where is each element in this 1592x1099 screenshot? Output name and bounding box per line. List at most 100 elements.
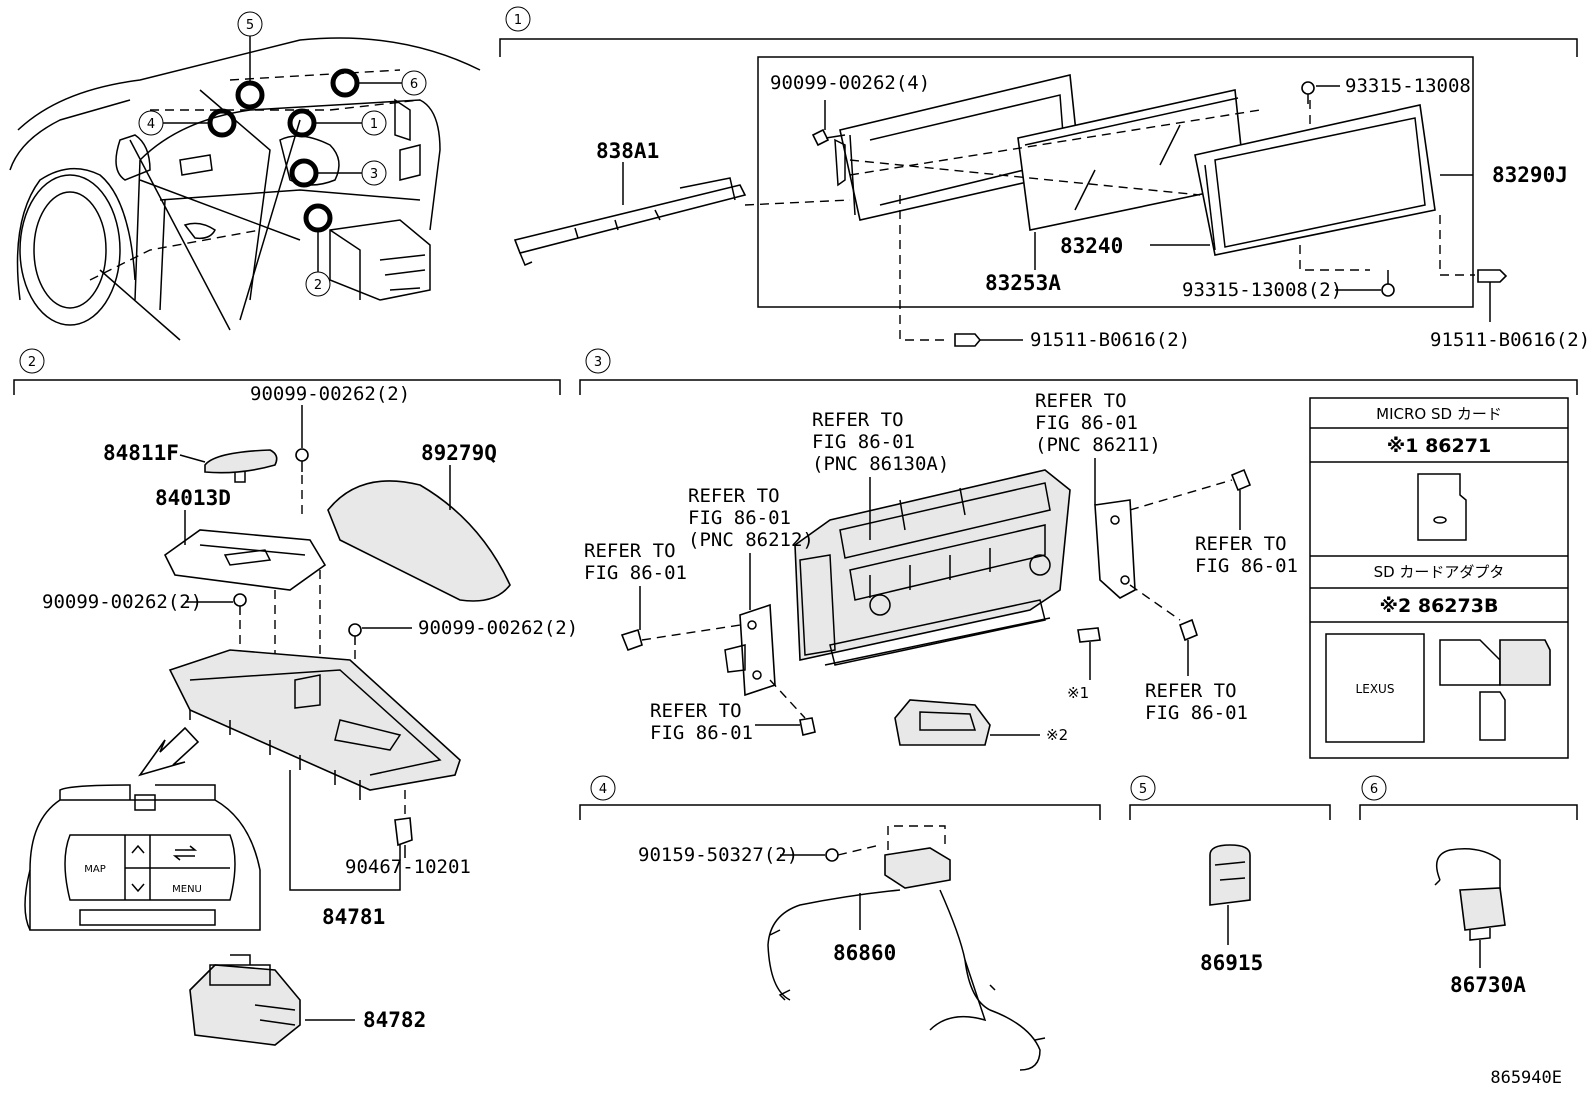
svg-text:91511-B0616(2): 91511-B0616(2) — [1430, 329, 1590, 351]
callout-4: 4 — [138, 110, 164, 136]
bolt-91511-B0616-center: 91511-B0616(2) — [954, 329, 1190, 351]
sd-adapter-box: ※2 — [894, 699, 1068, 746]
section-6-marker: 6 — [1361, 775, 1387, 801]
section-2: 2 84811F 84013D 89279Q 90099-00262(2) — [13, 348, 578, 1046]
svg-text:(PNC 86211): (PNC 86211) — [1035, 434, 1161, 456]
screw-93315-13008: 93315-13008 — [1301, 75, 1471, 104]
svg-text:FIG 86-01: FIG 86-01 — [1035, 412, 1138, 434]
part-838A1: 838A1 — [513, 139, 747, 266]
note-2: ※2 — [1046, 726, 1068, 744]
left-bracket — [724, 603, 776, 697]
screw-90099-00262-4: 90099-00262(4) — [770, 72, 930, 147]
svg-text:2: 2 — [28, 355, 36, 370]
svg-text:90099-00262(2): 90099-00262(2) — [250, 383, 410, 405]
refer-label-bottom-left: REFER TO FIG 86-01 — [650, 679, 816, 744]
section-4: 4 90159-50327(2) 86860 — [579, 775, 1101, 1071]
label-83240: 83240 — [1060, 234, 1123, 258]
svg-text:REFER TO: REFER TO — [1035, 390, 1127, 412]
refer-label-right: REFER TO FIG 86-01 — [1129, 468, 1298, 577]
svg-text:(PNC 86212): (PNC 86212) — [688, 529, 814, 551]
svg-text:2: 2 — [314, 278, 322, 293]
svg-text:90099-00262(2): 90099-00262(2) — [42, 591, 202, 613]
svg-text:90467-10201: 90467-10201 — [345, 856, 471, 878]
part-86860: 86860 — [767, 825, 1046, 1071]
callout-3: 3 — [361, 160, 387, 186]
label-84013D: 84013D — [155, 486, 231, 510]
svg-text:5: 5 — [246, 18, 254, 33]
callout-2: 2 — [305, 271, 331, 297]
section-2-marker: 2 — [19, 348, 45, 374]
section-6: 6 86730A — [1359, 775, 1578, 997]
refer-label-86212: REFER TO FIG 86-01 (PNC 86212) — [688, 485, 814, 610]
screw-right-90099: 90099-00262(2) — [348, 617, 578, 645]
svg-text:REFER TO: REFER TO — [1195, 533, 1287, 555]
callout-1: 1 — [361, 110, 387, 136]
part-86915: 86915 — [1200, 844, 1263, 975]
svg-text:90099-00262(4): 90099-00262(4) — [770, 72, 930, 94]
svg-text:3: 3 — [370, 167, 378, 182]
label-86730A: 86730A — [1450, 973, 1526, 997]
part-84782: 84782 — [189, 954, 426, 1046]
refer-label-86211: REFER TO FIG 86-01 (PNC 86211) — [1035, 390, 1161, 505]
svg-text:3: 3 — [594, 355, 602, 370]
svg-text:91511-B0616(2): 91511-B0616(2) — [1030, 329, 1190, 351]
micro-sd-part: ※1 86271 — [1387, 435, 1491, 457]
map-button-label: MAP — [84, 864, 106, 875]
svg-text:93315-13008(2): 93315-13008(2) — [1182, 279, 1342, 301]
section-3: 3 REFER — [579, 348, 1578, 759]
svg-text:REFER TO: REFER TO — [688, 485, 780, 507]
label-84781: 84781 — [322, 905, 385, 929]
svg-text:6: 6 — [410, 77, 418, 92]
svg-text:90159-50327(2): 90159-50327(2) — [638, 844, 798, 866]
part-83240: 83240 — [1060, 104, 1436, 258]
section-4-marker: 4 — [590, 775, 616, 801]
screw-93315-13008-2: 93315-13008(2) — [1182, 270, 1395, 301]
svg-text:93315-13008: 93315-13008 — [1345, 75, 1471, 97]
svg-text:REFER TO: REFER TO — [1145, 680, 1237, 702]
screw-left-90099: 90099-00262(2) — [42, 591, 247, 615]
svg-text:FIG 86-01: FIG 86-01 — [584, 562, 687, 584]
label-83253A: 83253A — [985, 271, 1061, 295]
menu-button-label: MENU — [172, 884, 202, 895]
svg-text:5: 5 — [1139, 782, 1147, 797]
svg-text:6: 6 — [1370, 782, 1378, 797]
svg-text:(PNC 86130A): (PNC 86130A) — [812, 453, 949, 475]
section-5-marker: 5 — [1130, 775, 1156, 801]
label-86915: 86915 — [1200, 951, 1263, 975]
svg-text:90099-00262(2): 90099-00262(2) — [418, 617, 578, 639]
right-bracket — [1094, 499, 1136, 599]
car-overview: 5 6 4 1 3 2 — [9, 11, 481, 341]
refer-label-left: REFER TO FIG 86-01 — [584, 540, 741, 652]
svg-text:REFER TO: REFER TO — [812, 409, 904, 431]
callout-5: 5 — [237, 11, 263, 37]
clip-90467-10201: 90467-10201 — [345, 790, 471, 878]
lexus-brand-label: LEXUS — [1356, 682, 1395, 696]
audio-unit — [794, 469, 1071, 666]
part-84013D: 84013D — [155, 486, 327, 591]
svg-text:1: 1 — [370, 117, 378, 132]
svg-text:FIG 86-01: FIG 86-01 — [1145, 702, 1248, 724]
switch-panel: MAP MENU — [24, 784, 261, 931]
label-838A1: 838A1 — [596, 139, 659, 163]
note-1: ※1 — [1067, 684, 1089, 702]
part-89279Q: 89279Q — [327, 441, 511, 602]
bolt-91511-B0616-right: 91511-B0616(2) — [1430, 269, 1590, 351]
label-89279Q: 89279Q — [421, 441, 497, 465]
svg-text:FIG 86-01: FIG 86-01 — [688, 507, 791, 529]
part-86730A: 86730A — [1434, 848, 1526, 997]
svg-text:REFER TO: REFER TO — [650, 700, 742, 722]
label-84782: 84782 — [363, 1008, 426, 1032]
figure-id: 865940E — [1490, 1068, 1562, 1088]
refer-label-bottom-right: REFER TO FIG 86-01 — [1129, 584, 1248, 724]
micro-sd-header: MICRO SD カード — [1376, 405, 1502, 423]
part-84811F: 84811F — [103, 441, 278, 483]
svg-text:FIG 86-01: FIG 86-01 — [812, 431, 915, 453]
svg-text:REFER TO: REFER TO — [584, 540, 676, 562]
callout-6: 6 — [401, 70, 427, 96]
refer-label-86130A: REFER TO FIG 86-01 (PNC 86130A) — [812, 409, 949, 540]
sd-adapter-part: ※2 86273B — [1380, 595, 1499, 617]
svg-text:4: 4 — [147, 117, 155, 132]
svg-text:FIG 86-01: FIG 86-01 — [650, 722, 753, 744]
svg-text:4: 4 — [599, 782, 607, 797]
